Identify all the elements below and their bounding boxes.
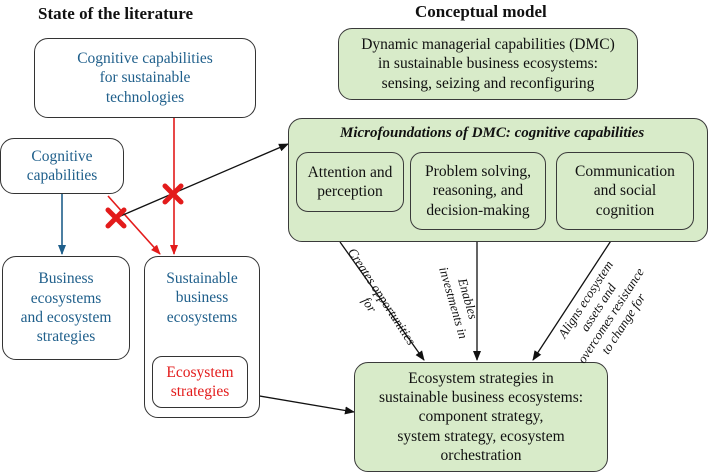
node-business-ecosystems: Business ecosystems and ecosystem strate…: [2, 256, 130, 360]
edge-gap-to-microfoundations: [115, 143, 289, 219]
node-outcome-label: Ecosystem strategies in sustainable busi…: [378, 369, 584, 465]
heading-conceptual-model: Conceptual model: [415, 2, 547, 21]
node-cognitive-capabilities-label: Cognitive capabilities: [26, 147, 98, 184]
node-outcome-ecosystem-strategies: Ecosystem strategies in sustainable busi…: [354, 362, 608, 472]
gap-cross-icon-1: [105, 207, 127, 229]
node-attention-perception-label: Attention and perception: [307, 163, 393, 200]
edge-cognitive-to-sustainable: [107, 195, 161, 255]
node-dmc-label: Dynamic managerial capabilities (DMC) in…: [361, 35, 615, 92]
edge-ecosystem-strategies-to-outcome: [241, 392, 355, 415]
heading-state-of-literature: State of the literature: [38, 4, 193, 23]
edge-aligns-assets: [532, 229, 619, 361]
microfoundations-title: Microfoundations of DMC: cognitive capab…: [340, 125, 645, 141]
node-cognitive-sustainable-technologies: Cognitive capabilities for sustainable t…: [34, 38, 256, 118]
gap-cross-icon-2: [162, 183, 184, 205]
node-sustainable-business-ecosystems-label: Sustainable business ecosystems: [166, 270, 238, 326]
node-problem-solving-label: Problem solving, reasoning, and decision…: [425, 162, 531, 219]
node-communication-label: Communication and social cognition: [575, 162, 675, 219]
edge-creates-opportunities: [339, 241, 425, 361]
node-cognitive-capabilities: Cognitive capabilities: [0, 138, 124, 194]
node-dmc: Dynamic managerial capabilities (DMC) in…: [338, 28, 638, 100]
node-business-ecosystems-label: Business ecosystems and ecosystem strate…: [20, 270, 112, 346]
node-cognitive-sustainable-technologies-label: Cognitive capabilities for sustainable t…: [77, 49, 213, 106]
node-attention-perception: Attention and perception: [296, 152, 404, 212]
node-ecosystem-strategies: Ecosystem strategies: [152, 356, 248, 408]
node-ecosystem-strategies-label: Ecosystem strategies: [166, 363, 234, 400]
node-communication: Communication and social cognition: [556, 152, 694, 230]
node-problem-solving: Problem solving, reasoning, and decision…: [410, 152, 546, 230]
